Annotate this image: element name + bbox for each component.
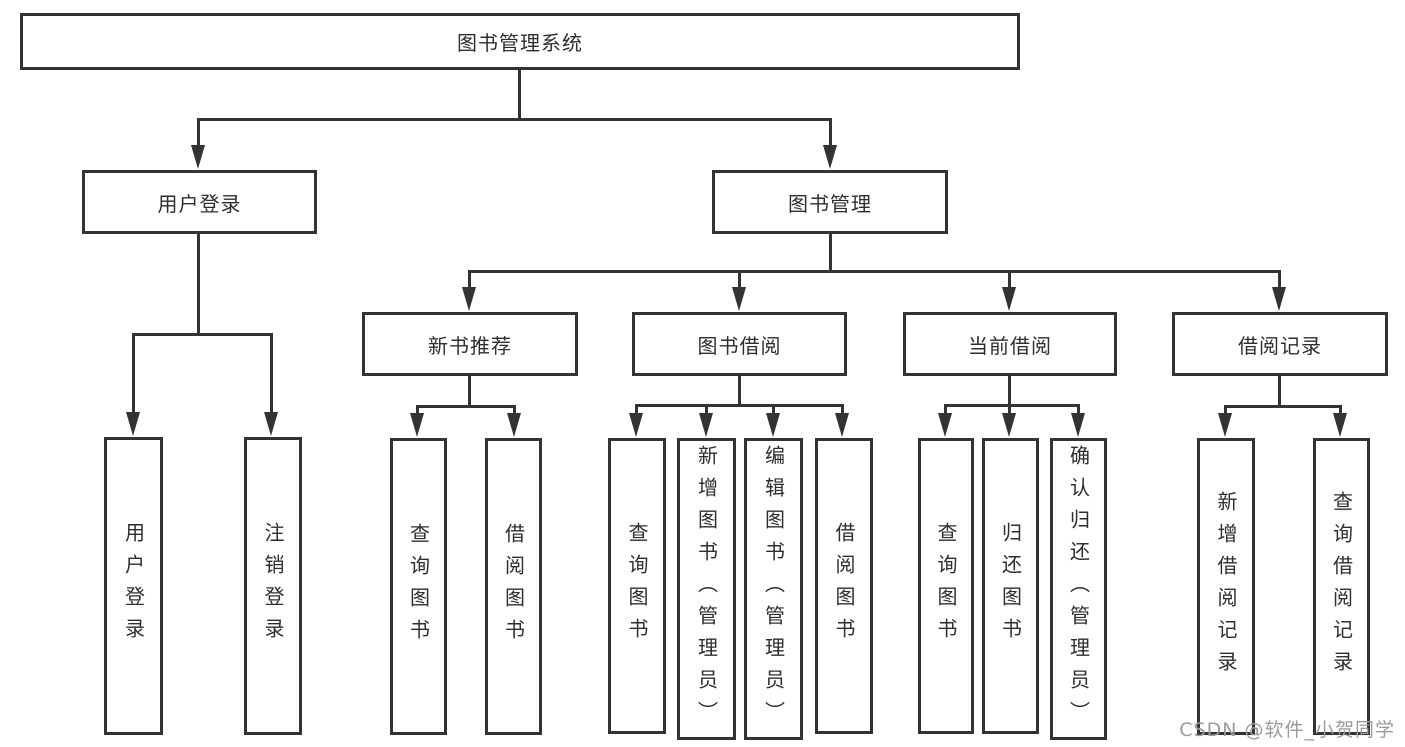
leaf-label: 注销登录 bbox=[261, 522, 285, 650]
leaf-label: 编辑图书（管理员） bbox=[761, 445, 786, 733]
node-label: 图书借阅 bbox=[697, 333, 782, 358]
node-label: 新书推荐 bbox=[428, 333, 512, 358]
connector-newbooks-bar bbox=[416, 405, 516, 408]
connector-newbooks-drop-2 bbox=[513, 405, 516, 414]
connector-newbooks-stem bbox=[468, 375, 471, 407]
connector-userlogin-drop-2 bbox=[270, 333, 273, 414]
leaf-add-borrow-record: 新增借阅记录 bbox=[1197, 438, 1255, 735]
leaf-query-books-borrowing: 查询图书 bbox=[608, 438, 666, 734]
connector-bookmgmt-stem bbox=[829, 233, 832, 272]
node-borrowing-records: 借阅记录 bbox=[1172, 312, 1388, 376]
leaf-edit-books-admin: 编辑图书（管理员） bbox=[744, 438, 803, 740]
connector-bookmgmt-drop-3 bbox=[1008, 270, 1011, 288]
arrow-to-book-borrowing bbox=[732, 287, 746, 311]
connector-borrowing-drop-3 bbox=[772, 404, 775, 414]
leaf-query-books-current: 查询图书 bbox=[918, 438, 974, 734]
connector-records-stem bbox=[1278, 375, 1281, 407]
connector-bookmgmt-drop-2 bbox=[738, 270, 741, 288]
leaf-label: 查询图书 bbox=[625, 522, 649, 650]
leaf-add-books-admin: 新增图书（管理员） bbox=[677, 438, 736, 740]
arrow-to-br-add bbox=[1218, 413, 1232, 437]
leaf-label: 借阅图书 bbox=[501, 522, 526, 651]
leaf-label: 新增图书（管理员） bbox=[694, 445, 719, 733]
leaf-query-borrow-record: 查询借阅记录 bbox=[1313, 438, 1370, 735]
leaf-label: 查询图书 bbox=[934, 522, 958, 650]
arrow-to-user-login bbox=[191, 145, 205, 169]
connector-borrowing-drop-2 bbox=[705, 404, 708, 414]
arrow-to-cb-query bbox=[938, 413, 952, 437]
connector-current-drop-3 bbox=[1077, 404, 1080, 414]
arrow-to-cb-confirm bbox=[1071, 413, 1085, 437]
leaf-label: 查询借阅记录 bbox=[1329, 490, 1354, 683]
node-label: 图书管理 bbox=[788, 191, 872, 216]
leaf-return-books: 归还图书 bbox=[982, 438, 1039, 734]
node-user-login: 用户登录 bbox=[82, 170, 317, 234]
arrow-to-current-borrowing bbox=[1002, 287, 1016, 311]
arrow-to-bb-edit bbox=[766, 413, 780, 437]
leaf-query-books-newbook: 查询图书 bbox=[390, 438, 447, 735]
connector-records-drop-2 bbox=[1339, 405, 1342, 414]
connector-records-drop-1 bbox=[1224, 405, 1227, 414]
node-label: 用户登录 bbox=[157, 191, 242, 216]
arrow-to-borrowing-records bbox=[1272, 287, 1286, 311]
connector-root-drop-right bbox=[829, 118, 832, 146]
connector-current-drop-2 bbox=[1008, 404, 1011, 414]
arrow-to-new-books bbox=[462, 287, 476, 311]
connector-userlogin-drop-1 bbox=[132, 333, 135, 414]
connector-root-bar bbox=[197, 118, 831, 121]
node-library-system: 图书管理系统 bbox=[20, 13, 1020, 70]
leaf-borrow-books-borrowing: 借阅图书 bbox=[815, 438, 873, 734]
arrow-to-br-query bbox=[1333, 413, 1347, 437]
connector-borrowing-bar bbox=[635, 404, 844, 407]
arrow-to-book-management bbox=[823, 145, 837, 169]
leaf-label: 借阅图书 bbox=[832, 522, 856, 650]
arrow-to-leaf-logout bbox=[264, 412, 278, 436]
connector-records-bar bbox=[1224, 405, 1342, 408]
arrow-to-bb-borrow bbox=[835, 413, 849, 437]
leaf-label: 查询图书 bbox=[406, 522, 431, 651]
leaf-label: 新增借阅记录 bbox=[1214, 490, 1238, 683]
connector-root-stem bbox=[518, 69, 521, 120]
connector-root-drop-left bbox=[197, 118, 200, 146]
node-book-borrowing: 图书借阅 bbox=[632, 312, 847, 376]
leaf-label: 用户登录 bbox=[121, 522, 146, 650]
node-label: 图书管理系统 bbox=[457, 31, 583, 55]
connector-current-stem bbox=[1008, 375, 1011, 406]
leaf-logout-login: 注销登录 bbox=[244, 437, 302, 735]
connector-bookmgmt-drop-1 bbox=[468, 270, 471, 288]
leaf-confirm-return-admin: 确认归还（管理员） bbox=[1050, 438, 1107, 740]
connector-borrowing-stem bbox=[738, 375, 741, 406]
connector-borrowing-drop-1 bbox=[635, 404, 638, 414]
node-current-borrowing: 当前借阅 bbox=[903, 312, 1117, 376]
connector-userlogin-bar bbox=[132, 333, 273, 336]
node-label: 借阅记录 bbox=[1238, 333, 1322, 358]
arrow-to-leaf-user-login bbox=[126, 412, 140, 436]
leaf-user-login: 用户登录 bbox=[104, 437, 163, 735]
arrow-to-nb-borrow bbox=[507, 413, 521, 437]
arrow-to-nb-query bbox=[410, 413, 424, 437]
connector-bookmgmt-drop-4 bbox=[1278, 270, 1281, 288]
arrow-to-cb-return bbox=[1002, 413, 1016, 437]
arrow-to-bb-query bbox=[629, 413, 643, 437]
connector-current-drop-1 bbox=[944, 404, 947, 414]
connector-borrowing-drop-4 bbox=[841, 404, 844, 414]
connector-bookmgmt-bar bbox=[468, 270, 1281, 273]
node-book-management: 图书管理 bbox=[712, 170, 948, 234]
node-label: 当前借阅 bbox=[968, 333, 1052, 358]
node-new-book-recommendation: 新书推荐 bbox=[362, 312, 578, 376]
leaf-label: 确认归还（管理员） bbox=[1066, 445, 1091, 733]
leaf-label: 归还图书 bbox=[998, 522, 1023, 650]
connector-newbooks-drop-1 bbox=[416, 405, 419, 414]
connector-userlogin-stem bbox=[197, 233, 200, 336]
leaf-borrow-books-newbook: 借阅图书 bbox=[485, 438, 542, 735]
arrow-to-bb-add bbox=[699, 413, 713, 437]
watermark-text: CSDN @软件_小贺同学 bbox=[1179, 719, 1395, 741]
connector-current-bar bbox=[944, 404, 1080, 407]
